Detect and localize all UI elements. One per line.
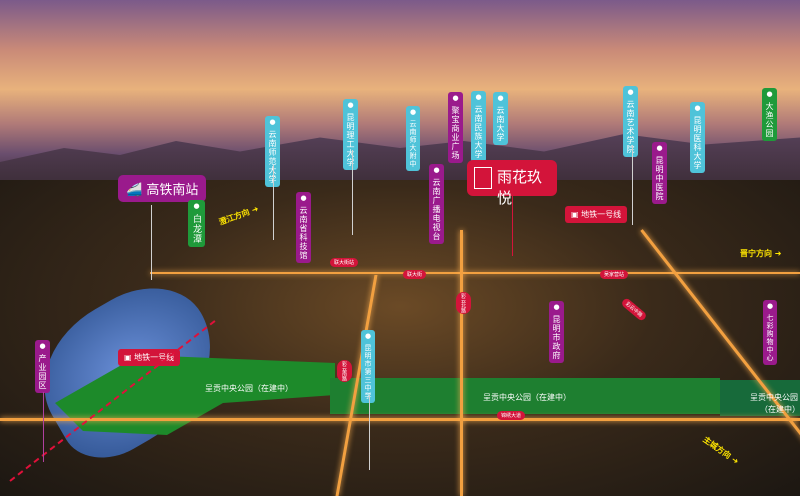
landmark-minzu-univ[interactable]: 云南民族大学	[471, 91, 486, 162]
landmark-bailongtan[interactable]: 白龙潭	[188, 200, 205, 247]
landmark-no3-middle-school[interactable]: 昆明市第三中学	[361, 330, 375, 403]
metro-line-1-label[interactable]: ▣ 地铁一号线	[565, 206, 628, 223]
metro-icon: ▣	[124, 353, 135, 362]
landmark-high-speed-rail-south[interactable]: 🚄 高铁南站	[118, 175, 207, 202]
landmark-city-government[interactable]: 昆明市政府	[549, 301, 564, 363]
landmark-affiliated-high-school[interactable]: 云南师大附中	[406, 106, 420, 171]
landmark-dayu-park[interactable]: 大渔公园	[762, 88, 777, 141]
landmark-qicai-mall[interactable]: 七彩购物中心	[763, 300, 777, 365]
pin-line	[43, 392, 44, 462]
road-label: 吴家营站	[600, 270, 629, 279]
brand-logo-icon	[474, 167, 492, 189]
road-label: 联大街	[403, 270, 427, 279]
direction-jinning: 晋宁方向 ➜	[740, 249, 782, 258]
landmark-broadcast-tv[interactable]: 云南广播电视台	[429, 164, 444, 244]
train-icon: 🚄	[126, 183, 147, 198]
landmark-science-museum[interactable]: 云南省科技馆	[296, 192, 311, 263]
landmark-kunming-tech-univ[interactable]: 昆明理工大学	[343, 99, 358, 170]
central-park-middle	[330, 378, 720, 414]
landmark-industrial-park[interactable]: 产业园区	[35, 340, 50, 393]
park-label: 呈贡中央公园	[750, 393, 798, 402]
landmark-medical-univ[interactable]: 昆明医科大学	[690, 102, 705, 173]
park-label: 呈贡中央公园（在建中）	[205, 384, 293, 393]
central-park-east	[720, 380, 800, 416]
pin-line	[352, 150, 353, 235]
road	[150, 272, 800, 274]
park-label: （在建中）	[760, 405, 800, 414]
road-label: 锦绣大道	[497, 411, 526, 420]
pin-line	[632, 145, 633, 225]
road	[0, 418, 800, 421]
landmark-tcm-hospital[interactable]: 昆明中医院	[652, 142, 667, 204]
road-label: 彩云南路	[337, 360, 352, 382]
landmark-yunnan-univ[interactable]: 云南大学	[493, 92, 508, 145]
park-label: 呈贡中央公园（在建中）	[483, 393, 571, 402]
landmark-jubao-plaza[interactable]: 聚宝商业广场	[448, 92, 463, 163]
project-logo-label[interactable]: 雨花玖悦	[467, 160, 557, 207]
landmark-arts-univ[interactable]: 云南艺术学院	[623, 86, 638, 157]
road-label: 彩云北路	[456, 292, 471, 314]
pin-line	[151, 205, 152, 280]
landmark-yunnan-normal-univ[interactable]: 云南师范大学	[265, 116, 280, 187]
road	[460, 230, 463, 496]
road-label: 联大街站	[330, 258, 359, 267]
metro-line-1-label-2[interactable]: ▣ 地铁一号线	[118, 349, 181, 366]
pin-line	[512, 196, 513, 256]
metro-icon: ▣	[571, 210, 582, 219]
pin-line	[369, 395, 370, 470]
pin-line	[273, 165, 274, 240]
